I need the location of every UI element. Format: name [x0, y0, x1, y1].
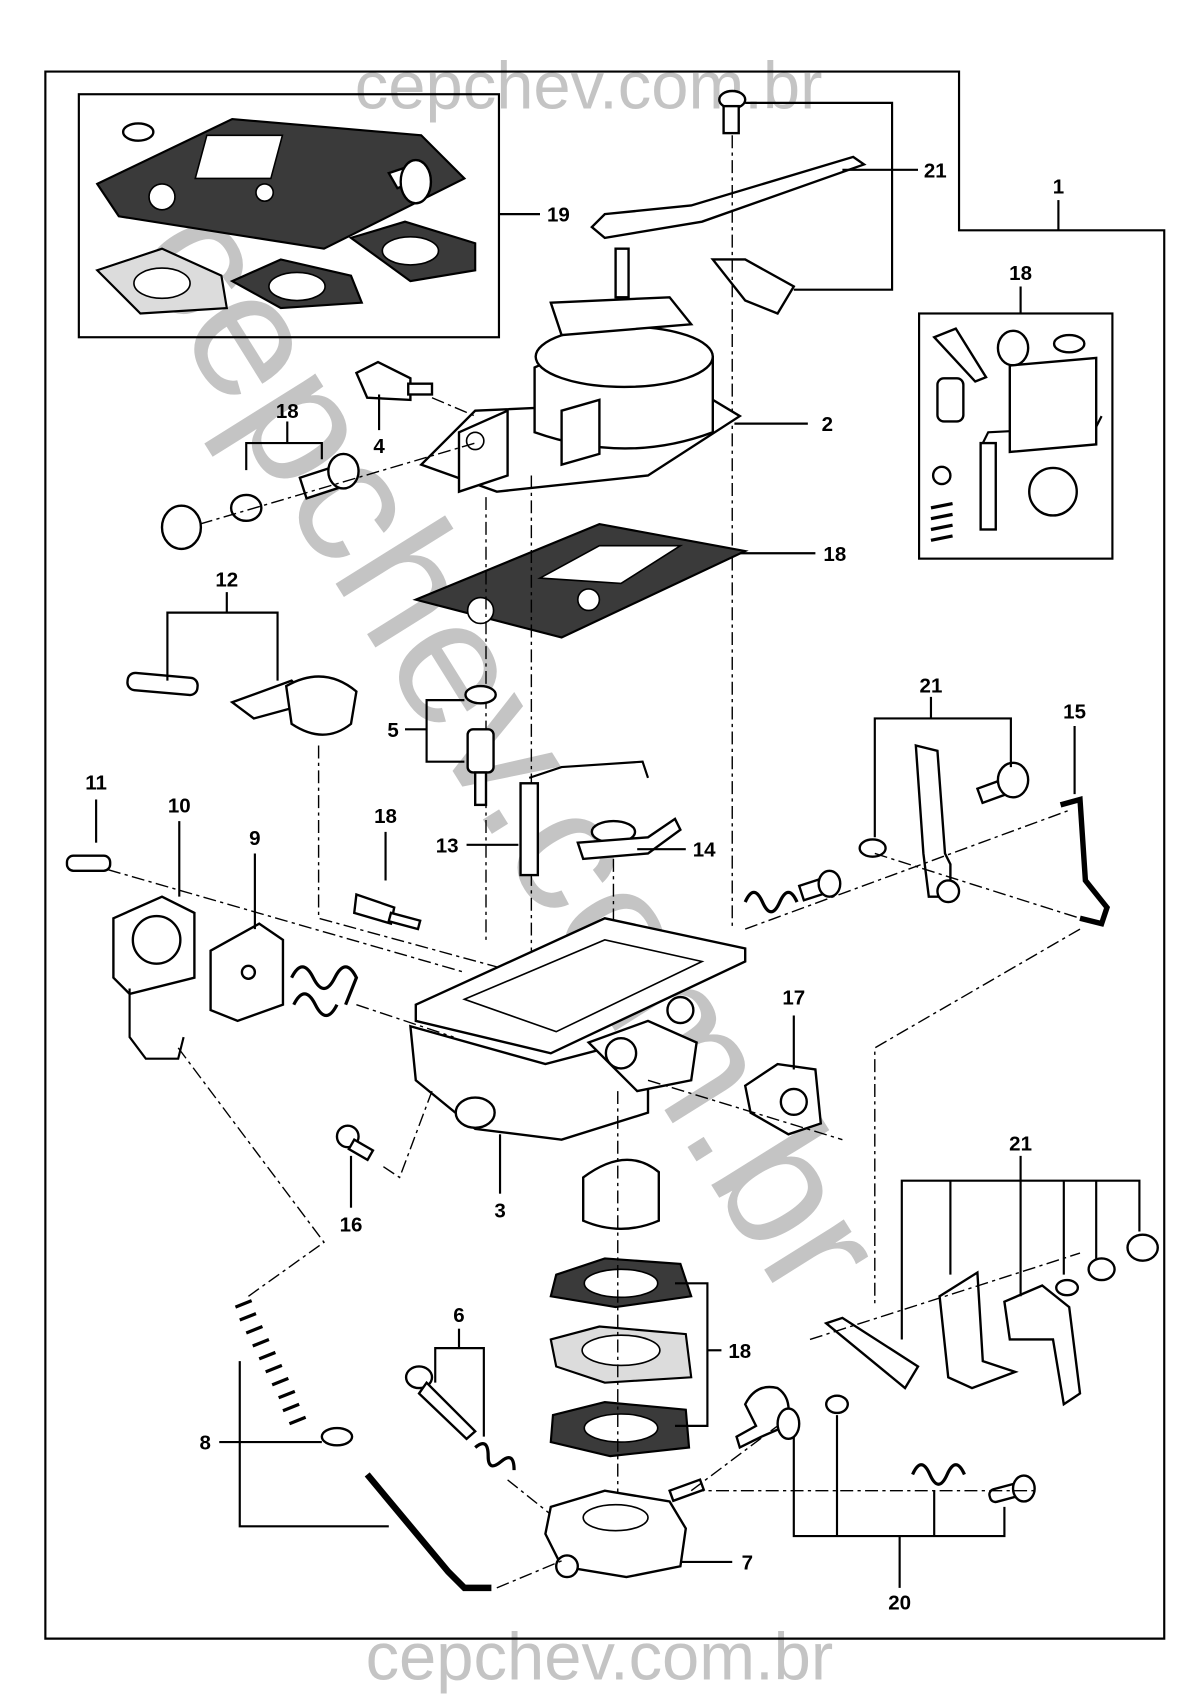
- callout-20: 20: [888, 1591, 911, 1614]
- callout-18-idle-jet: 18: [374, 805, 397, 828]
- callout-17: 17: [782, 987, 805, 1010]
- callout-18-kit: 18: [1009, 262, 1032, 285]
- gasket-kit-box: [77, 93, 501, 339]
- callout-19: 19: [547, 204, 570, 227]
- callout-13: 13: [436, 834, 459, 857]
- main-gasket: [412, 522, 749, 639]
- callout-15: 15: [1063, 700, 1086, 723]
- repair-kit-box: [918, 312, 1114, 560]
- pump-rod-assembly: [234, 1299, 492, 1592]
- throttle-linkage-assembly: [823, 1233, 1159, 1407]
- needle-valve: [464, 684, 497, 807]
- top-lever-assembly: [590, 89, 867, 315]
- choke-diaphragm-assembly: [65, 854, 359, 1060]
- carburetor-main-body: [409, 917, 747, 1141]
- callout-18-jet: 18: [276, 400, 299, 423]
- callout-18-gasket: 18: [823, 543, 846, 566]
- throttle-lever-assembly: [743, 743, 1030, 914]
- callout-4: 4: [373, 435, 385, 458]
- callout-2: 2: [822, 413, 833, 436]
- idle-screw: [335, 1124, 375, 1162]
- callout-21-mid: 21: [920, 675, 943, 698]
- callout-5: 5: [387, 719, 398, 742]
- callout-8: 8: [199, 1432, 210, 1455]
- pump-assembly: [126, 671, 358, 736]
- callout-3: 3: [494, 1199, 505, 1222]
- callout-9: 9: [249, 827, 260, 850]
- callout-1: 1: [1053, 176, 1064, 199]
- air-horn-cover: [419, 247, 743, 494]
- choke-rod: [1059, 795, 1111, 927]
- base-gaskets: [549, 1158, 693, 1458]
- watermark-top: cepchev.com.br: [355, 48, 823, 123]
- float-and-pin: [519, 760, 682, 877]
- callout-11: 11: [85, 772, 107, 795]
- callout-21-top: 21: [924, 159, 947, 182]
- choke-housing: [743, 1062, 823, 1136]
- callout-21-bottom: 21: [1009, 1132, 1032, 1155]
- watermark-bottom: cepchev.com.br: [366, 1620, 834, 1694]
- callout-12: 12: [215, 569, 238, 592]
- mixture-screw: [404, 1365, 516, 1471]
- watermark-diagonal: cepchev.com.br: [97, 169, 925, 1330]
- kit-frame: [44, 70, 1166, 1640]
- callout-14: 14: [693, 839, 716, 862]
- throttle-body: [544, 1478, 706, 1579]
- callout-16: 16: [340, 1213, 363, 1236]
- callout-10: 10: [168, 794, 191, 817]
- callout-6: 6: [453, 1304, 464, 1327]
- callout-18-base: 18: [728, 1340, 751, 1363]
- idle-jet: [352, 892, 422, 931]
- plug-and-jet: [160, 360, 434, 551]
- callout-7: 7: [742, 1552, 753, 1575]
- throttle-shaft-parts: [735, 1385, 1036, 1504]
